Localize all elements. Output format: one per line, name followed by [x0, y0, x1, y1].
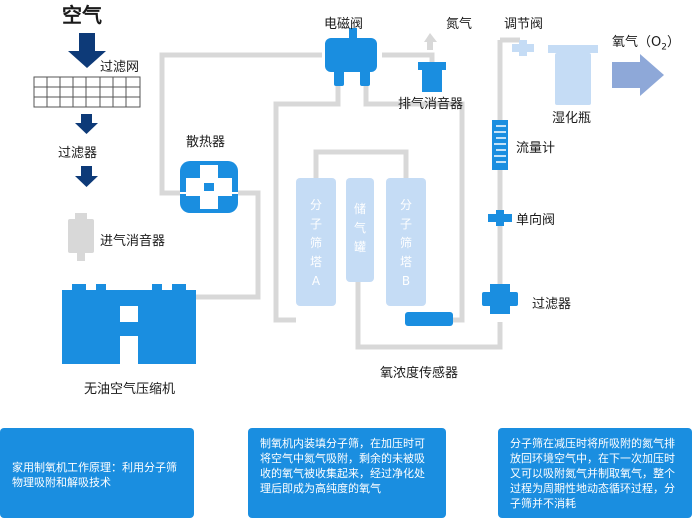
- note-desorption: 分子筛在减压时将所吸附的氮气排放回环境空气中，在下一次加压时又可以吸附氮气并制取…: [498, 428, 692, 518]
- label-filter-1: 过滤器: [58, 146, 98, 161]
- regulator-valve-shape: [512, 40, 534, 56]
- sieve-tower-b: [386, 178, 426, 306]
- label-exhaust-muffler: 排气消音器: [398, 97, 464, 112]
- label-flowmeter: 流量计: [516, 141, 556, 156]
- pipes: [159, 37, 520, 350]
- label-radiator: 散热器: [186, 135, 226, 150]
- note-principle: 家用制氧机工作原理：利用分子筛物理吸附和解吸技术: [0, 428, 194, 518]
- label-filter-net: 过滤网: [100, 60, 140, 75]
- air-intake-arrow: [68, 33, 106, 68]
- label-oxygen-sensor: 氧浓度传感器: [380, 366, 459, 381]
- pipe-solenoid-left-down: [273, 82, 341, 323]
- label-humidifier: 湿化瓶: [552, 111, 592, 126]
- label-nitrogen: 氮气: [446, 17, 473, 32]
- pipe-compressor-radiator: [196, 190, 261, 300]
- solenoid-valve-shape: [325, 28, 377, 86]
- gas-tank: [346, 178, 374, 282]
- label-compressor: 无油空气压缩机: [84, 382, 176, 397]
- exhaust-muffler-shape: [418, 62, 446, 92]
- flowmeter-shape: [492, 120, 508, 170]
- check-valve-shape: [488, 210, 512, 226]
- pipe-radiator-solenoid: [159, 52, 322, 196]
- label-intake-muffler: 进气消音器: [100, 234, 166, 249]
- label-check-valve: 单向阀: [516, 213, 556, 228]
- filter-2-shape: [482, 284, 518, 314]
- pipe-tank-bottom: [355, 280, 503, 350]
- down-arrow-to-filter: [75, 114, 98, 134]
- pipe-solenoid-exhaust: [382, 52, 435, 62]
- label-regulator: 调节阀: [504, 17, 544, 32]
- note-adsorption: 制氧机内装填分子筛，在加压时可将空气中氮气吸附，剩余的未被吸收的氧气被收集起来，…: [248, 428, 446, 518]
- down-arrow-to-muffler: [75, 166, 98, 187]
- intake-muffler-shape: [68, 213, 94, 261]
- label-sieve-b: 分 子 筛 塔 B: [399, 198, 412, 288]
- radiator-shape: [180, 161, 238, 213]
- label-filter-2: 过滤器: [532, 297, 572, 312]
- label-air: 空气: [62, 3, 102, 27]
- label-oxygen: 氧气（O2）: [612, 35, 680, 53]
- sieve-tower-a: [296, 178, 336, 306]
- label-tank: 储 气 罐: [353, 202, 366, 254]
- oxygen-sensor-shape: [405, 312, 453, 326]
- pipe-sieve-a-top: [313, 149, 409, 180]
- oxygen-output-arrow: [612, 54, 664, 96]
- label-oxygen-sub: 2: [661, 42, 667, 53]
- compressor-shape: [62, 284, 196, 364]
- filter-net-grid: [33, 76, 141, 108]
- nitrogen-arrow: [424, 33, 437, 50]
- humidifier-shape: [548, 45, 598, 105]
- label-solenoid: 电磁阀: [324, 17, 364, 32]
- label-sieve-a: 分 子 筛 塔 A: [309, 198, 322, 288]
